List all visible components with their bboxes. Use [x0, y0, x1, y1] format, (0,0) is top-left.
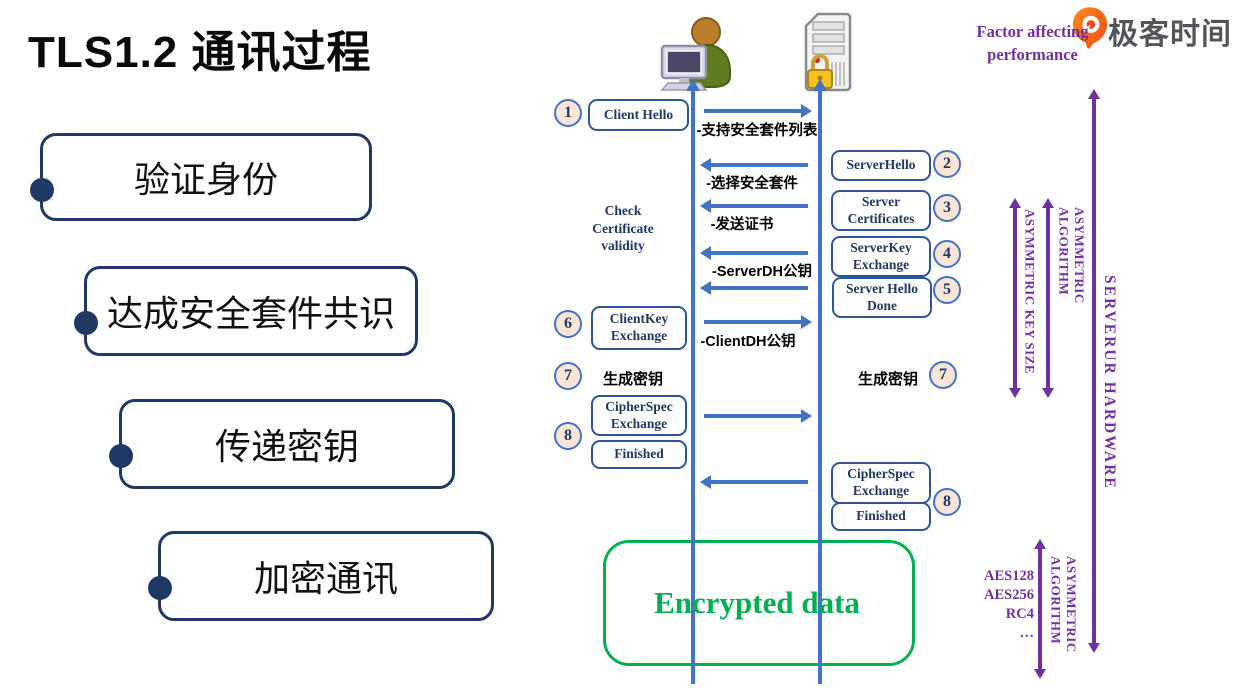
- step-label: 验证身份: [133, 159, 278, 200]
- step-callout-key-transfer: 传递密钥: [109, 399, 455, 489]
- arrow-cipherspec-server: [700, 475, 808, 489]
- brand-name: 极客时间: [1108, 18, 1232, 51]
- step-number-7-client: 7: [554, 362, 582, 390]
- box-client-hello: Client Hello: [588, 99, 689, 131]
- step-number-2: 2: [933, 150, 961, 178]
- step-label: 达成安全套件共识: [106, 293, 395, 334]
- arrow-server-dh: [700, 246, 808, 260]
- geektime-logo-icon: [1072, 6, 1108, 50]
- asym-algorithm-arrow: [1042, 198, 1054, 398]
- client-lifeline: [686, 79, 700, 684]
- step-number-7-server: 7: [929, 361, 957, 389]
- sym-algorithm-label: ASYMMETRIC ALGORITHM: [1048, 556, 1080, 653]
- cipher-list: AES128 AES256 RC4 …: [984, 568, 1034, 642]
- step-number-5: 5: [933, 276, 961, 304]
- step-number-8-server: 8: [933, 488, 961, 516]
- asym-key-size-arrow: [1009, 198, 1021, 398]
- box-cipherspec-exchange-server: CipherSpec Exchange: [831, 462, 931, 504]
- asym-algorithm-label: ASYMMETRIC ALGORITHM: [1056, 207, 1088, 304]
- encrypted-data-zone: [603, 540, 915, 666]
- box-server-hello: ServerHello: [831, 150, 931, 181]
- bullet-dot: [74, 311, 98, 335]
- box-serverkey-exchange: ServerKey Exchange: [831, 236, 931, 277]
- msg-send-cert: -发送证书: [710, 217, 774, 233]
- client-user-icon: [656, 13, 736, 91]
- step-callout-cipher-consensus: 达成安全套件共识: [74, 266, 418, 356]
- arrow-cipherspec-client: [704, 409, 812, 423]
- msg-choose-suite: -选择安全套件: [706, 176, 798, 192]
- step-number-8-client: 8: [554, 422, 582, 450]
- step-callout-encrypted-comm: 加密通讯: [148, 531, 494, 621]
- server-hardware-arrow: [1088, 89, 1100, 653]
- server-hardware-label: SERVERUR HARDWARE: [1101, 275, 1118, 490]
- msg-server-dh: -ServerDH公钥: [712, 264, 812, 280]
- step-number-1: 1: [554, 99, 582, 127]
- server-lifeline: [813, 79, 827, 684]
- bullet-dot: [109, 444, 133, 468]
- page-title: TLS1.2 通讯过程: [28, 28, 372, 77]
- msg-client-dh: -ClientDH公钥: [700, 334, 796, 350]
- arrow-server-hello-done: [700, 281, 808, 295]
- factor-heading: Factor affecting performance: [976, 22, 1089, 65]
- step-number-4: 4: [933, 240, 961, 268]
- box-finished-server: Finished: [831, 502, 931, 531]
- note-generate-key-server: 生成密钥: [858, 371, 919, 388]
- box-finished-client: Finished: [591, 440, 687, 469]
- step-number-6: 6: [554, 310, 582, 338]
- arrow-send-cert: [700, 199, 808, 213]
- encrypted-data-label: Encrypted data: [654, 585, 860, 620]
- box-cipherspec-exchange-client: CipherSpec Exchange: [591, 395, 687, 436]
- bullet-dot: [148, 576, 172, 600]
- sym-algorithm-arrow: [1034, 539, 1046, 679]
- note-check-certificate: Check Certificate validity: [592, 203, 654, 254]
- step-number-3: 3: [933, 194, 961, 222]
- step-label: 加密通讯: [253, 558, 398, 599]
- step-label: 传递密钥: [214, 426, 359, 467]
- box-server-hello-done: Server Hello Done: [832, 277, 932, 318]
- arrow-client-hello: [704, 104, 812, 118]
- server-lock-icon: [804, 12, 852, 94]
- arrow-client-dh: [704, 315, 812, 329]
- box-server-certificates: Server Certificates: [831, 190, 931, 231]
- arrow-server-hello: [700, 158, 808, 172]
- note-generate-key-client: 生成密钥: [603, 371, 664, 388]
- step-callout-verify-identity: 验证身份: [30, 133, 372, 221]
- msg-support-suites: -支持安全套件列表: [696, 123, 818, 139]
- asym-key-size-label: ASYMMETRIC KEY SIZE: [1022, 209, 1038, 375]
- box-clientkey-exchange: ClientKey Exchange: [591, 306, 687, 350]
- bullet-dot: [30, 178, 54, 202]
